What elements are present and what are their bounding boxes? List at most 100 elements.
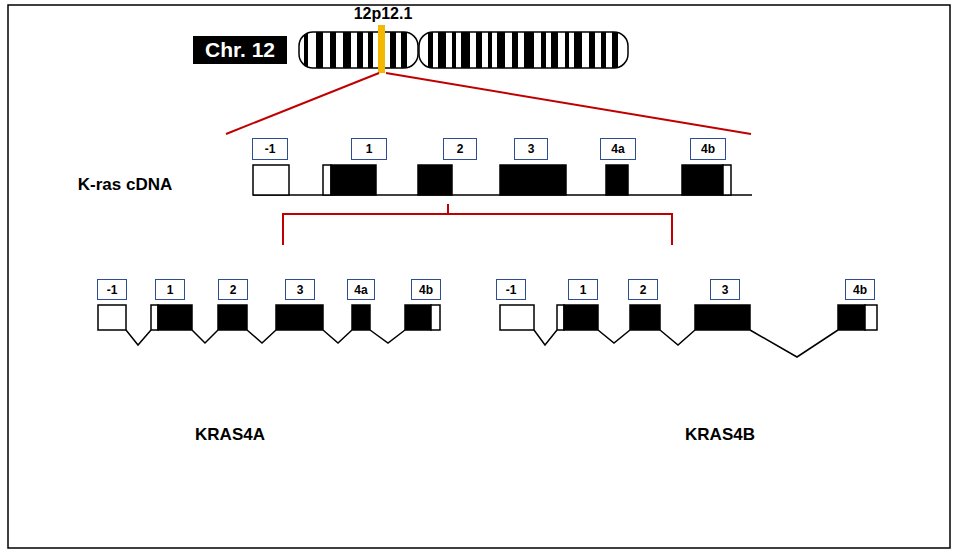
chromosome-label-box: Chr. 12 <box>193 36 287 64</box>
chromosome-band <box>497 32 505 68</box>
exon-number-box: 4a <box>600 138 636 160</box>
exon-number-box: -1 <box>97 279 127 300</box>
exon-number: 3 <box>528 142 535 156</box>
row-label: K-ras cDNA <box>78 175 172 195</box>
kras4a-exons <box>431 305 440 330</box>
kras4a-exons <box>126 330 151 345</box>
kras4a-exons <box>276 305 323 330</box>
kras4a-exons <box>370 330 405 343</box>
exon-number: 3 <box>722 283 729 297</box>
chromosome-band <box>589 32 595 68</box>
chromosome-band <box>612 32 618 68</box>
exon-number: 4a <box>611 142 624 156</box>
exon-number: 4b <box>853 283 867 297</box>
highlight-band <box>378 25 385 73</box>
kras4b-exons <box>838 305 865 330</box>
kras4b-exons <box>750 330 838 357</box>
exon-number-box: 3 <box>514 138 548 160</box>
exon-number-box: 3 <box>710 279 740 300</box>
exon-number: 1 <box>366 142 373 156</box>
kras4b-exons <box>660 330 695 345</box>
exon-number-box: -1 <box>496 279 526 300</box>
chromosome-band <box>512 32 518 68</box>
chromosome-band <box>461 32 470 68</box>
chromosome-ideogram <box>419 32 628 68</box>
cdna-exons <box>500 165 566 195</box>
zoom-line <box>226 73 751 245</box>
kras4b-exons <box>500 305 534 330</box>
isoform-label: KRAS4A <box>195 425 265 445</box>
chromosome-band <box>601 32 606 68</box>
chromosome-name: Chr. 12 <box>205 38 275 62</box>
chromosome-band <box>304 32 407 68</box>
exon-number-box: 4a <box>347 279 375 300</box>
chromosome-ideogram <box>299 25 628 73</box>
exon-number: -1 <box>107 283 118 297</box>
locus-label: 12p12.1 <box>354 5 413 23</box>
kras4a-exons <box>352 305 370 330</box>
exon-number-box: -1 <box>252 138 288 160</box>
isoform-label: KRAS4B <box>685 425 755 445</box>
exon-number: 2 <box>457 142 464 156</box>
exon-number-box: 2 <box>218 279 248 300</box>
exon-number: 4b <box>419 283 433 297</box>
exon-number: 4a <box>354 283 367 297</box>
chromosome-band <box>551 32 558 68</box>
cdna-exons <box>418 165 452 195</box>
exon-number: 4b <box>701 142 715 156</box>
chromosome-band <box>304 32 308 68</box>
chromosome-ideogram <box>419 32 628 68</box>
cdna-exons <box>323 165 331 195</box>
outer-frame <box>8 5 950 548</box>
exon-number: 1 <box>167 283 174 297</box>
chromosome-band <box>488 32 492 68</box>
kras4a-exons <box>405 305 431 330</box>
cdna-exons <box>331 165 376 195</box>
chromosome-band <box>565 32 569 68</box>
exon-number-box: 4b <box>845 279 875 300</box>
kras4b-exons <box>534 330 557 345</box>
zoom-line <box>226 73 379 134</box>
exon-number: 3 <box>297 283 304 297</box>
split-bracket <box>283 204 672 245</box>
chromosome-band <box>452 32 456 68</box>
chromosome-ideogram <box>299 32 418 68</box>
kras4a-exons <box>158 305 192 330</box>
exon-number-box: 3 <box>285 279 315 300</box>
cdna-exons <box>253 165 289 195</box>
chromosome-band <box>357 32 363 68</box>
chromosome-band <box>428 32 433 68</box>
kras4b-exons <box>557 305 564 330</box>
exon-number-box: 4b <box>690 138 726 160</box>
exon-number-box: 2 <box>443 138 477 160</box>
chromosome-band <box>541 32 546 68</box>
exon-number-box: 2 <box>628 279 658 300</box>
kras4a-exons <box>98 305 126 330</box>
kras4b-exons <box>500 305 877 357</box>
exon-number: 2 <box>230 283 237 297</box>
exon-number-box: 1 <box>568 279 598 300</box>
chromosome-band <box>524 32 534 68</box>
exon-number-box: 1 <box>155 279 185 300</box>
kras4b-exons <box>564 305 598 330</box>
kras4a-exons <box>247 330 276 343</box>
chromosome-band <box>390 32 396 68</box>
exon-number: 1 <box>580 283 587 297</box>
chromosome-band <box>476 32 482 68</box>
kras4a-exons <box>192 330 218 343</box>
exon-number: -1 <box>265 142 276 156</box>
exon-number: -1 <box>506 283 517 297</box>
chromosome-band <box>368 32 373 68</box>
kras4b-exons <box>865 305 877 330</box>
zoom-line <box>386 73 751 134</box>
chromosome-band <box>438 32 446 68</box>
kras4b-exons <box>598 330 630 343</box>
exon-number-box: 4b <box>411 279 441 300</box>
chromosome-ideogram <box>299 32 418 68</box>
kras4b-exons <box>695 305 750 330</box>
cdna-exons <box>723 165 731 195</box>
exon-number: 2 <box>640 283 647 297</box>
kras4a-exons <box>323 330 352 343</box>
kras4a-exons <box>151 305 158 330</box>
